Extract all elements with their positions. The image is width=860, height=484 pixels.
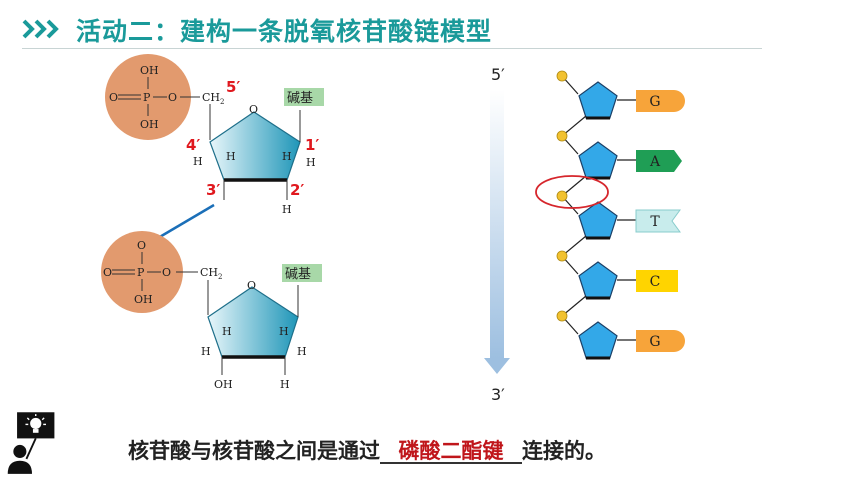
phosphate-circle-bottom (101, 231, 183, 313)
base-letter: T (650, 214, 660, 230)
phosphate-dot (556, 70, 568, 82)
ring-o-bottom: O (247, 279, 256, 292)
base-tag-bottom (282, 264, 322, 282)
answer-blank: 磷酸二酯键 (380, 435, 522, 465)
dna-strand: G A T C G (535, 70, 685, 360)
presenter-tip-icon (7, 412, 55, 474)
caption: 核苷酸与核苷酸之间是通过磷酸二酯键连接的。 (128, 435, 606, 465)
label-5-prime: 5′ (226, 78, 240, 96)
phosphate-bottom-o-top: O (137, 239, 146, 252)
caption-answer: 磷酸二酯键 (398, 439, 504, 463)
sugar-pentagon (578, 321, 618, 359)
ch2-top: CH2 (202, 91, 224, 106)
nucleotide-top: OH O P O OH CH2 5′ O 4′ 1′ H H H H 碱基 3′… (105, 54, 324, 216)
base-block (635, 209, 681, 233)
sugar-pentagon (578, 81, 618, 119)
header-divider (22, 48, 762, 49)
label-3-prime: 3′ (206, 181, 220, 199)
phosphate-top-p: P (143, 91, 151, 104)
base-label-top: 碱基 (287, 91, 313, 106)
h-4b-top: H (226, 150, 236, 163)
phosphate-bottom-p: P (137, 266, 145, 279)
label-1-prime: 1′ (305, 136, 319, 154)
base-letter: A (649, 154, 661, 170)
phosphate-top-o-left: O (109, 91, 118, 104)
base-block (636, 330, 685, 352)
caption-after: 连接的。 (522, 439, 606, 463)
strand-end-top: 5′ (491, 65, 505, 84)
base-letter: C (650, 274, 661, 290)
caption-before: 核苷酸与核苷酸之间是通过 (128, 439, 380, 463)
phosphate-dot (556, 250, 568, 262)
base-tag-top (284, 88, 324, 106)
base-block (636, 150, 682, 172)
phosphate-bottom-o-left: O (103, 266, 112, 279)
blank-underline (380, 462, 522, 464)
sugar-pentagon (578, 261, 618, 299)
h-4b-bottom: H (222, 325, 232, 338)
h-2-bottom: H (280, 378, 290, 391)
h-1-top: H (282, 150, 292, 163)
base-letter: G (649, 94, 660, 110)
direction-arrow: 5′ 3′ (484, 65, 510, 404)
ch2-bottom: CH2 (200, 266, 222, 281)
h-1b-bottom: H (297, 345, 307, 358)
label-4-prime: 4′ (186, 136, 200, 154)
phosphate-top-oh-top: OH (140, 64, 159, 77)
h-2-top: H (282, 203, 292, 216)
phosphate-dot (556, 130, 568, 142)
sugar-ring-bottom (207, 286, 299, 358)
h-1-bottom: H (279, 325, 289, 338)
header: 活动二：建构一条脱氧核苷酸链模型 (22, 12, 762, 49)
h-4-top: H (193, 155, 203, 168)
phosphate-dot (556, 310, 568, 322)
phosphate-bottom-oh: OH (134, 293, 153, 306)
strand-end-bottom: 3′ (491, 385, 505, 404)
label-2-prime: 2′ (290, 181, 304, 199)
h-4-bottom: H (201, 345, 211, 358)
phosphate-top-o-right: O (168, 91, 177, 104)
base-block (636, 270, 678, 292)
ring-o-top: O (249, 103, 258, 116)
base-label-bottom: 碱基 (285, 267, 311, 282)
phosphate-top-oh-bottom: OH (140, 118, 159, 131)
base-letter: G (649, 334, 660, 350)
phosphate-bottom-o-right: O (162, 266, 171, 279)
triple-chevron-icon (22, 19, 59, 39)
phosphodiester-link-line (157, 203, 215, 240)
h-1b-top: H (306, 156, 316, 169)
phosphate-circle-top (105, 54, 191, 140)
sugar-pentagon (578, 141, 618, 179)
page-title: 活动二：建构一条脱氧核苷酸链模型 (76, 17, 493, 46)
sugar-ring-top (209, 111, 301, 181)
oh-bottom-sugar: OH (214, 378, 233, 391)
nucleotide-bottom: O O P O OH CH2 O H H H H 碱基 OH H (101, 231, 322, 391)
phosphate-dot (556, 190, 568, 202)
highlight-ellipse (535, 175, 609, 209)
base-block (636, 90, 685, 112)
